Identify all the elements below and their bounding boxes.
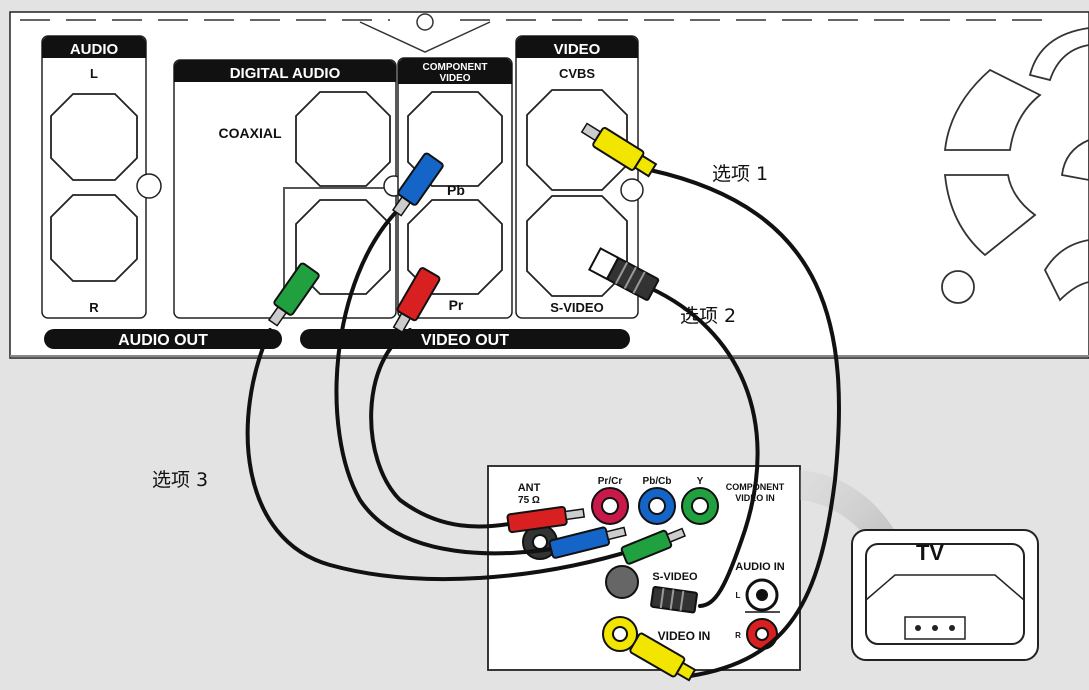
tv-audio-left-core	[756, 589, 768, 601]
audio-left-label: L	[90, 66, 98, 81]
coaxial-label: COAXIAL	[219, 125, 282, 141]
tv-svideo-label: S-VIDEO	[652, 571, 698, 583]
digital-audio-header: DIGITAL AUDIO	[230, 65, 341, 82]
vent-2	[943, 68, 1042, 151]
digital-audio-header-bar	[174, 60, 396, 82]
pr-socket	[407, 199, 503, 295]
tv-video-jack-core	[612, 626, 628, 642]
audio-header-bar	[42, 36, 146, 58]
vent-1	[1028, 27, 1089, 82]
video-section: VIDEO CVBS S-VIDEO	[515, 35, 644, 319]
cvbs-socket	[526, 89, 628, 191]
option-3-label: 选项 3	[152, 469, 208, 491]
panel-screw	[416, 13, 434, 31]
component-y-socket	[295, 199, 391, 295]
cable-y	[245, 328, 642, 582]
vent-4	[1043, 239, 1089, 302]
tv-svideo-jack	[605, 565, 639, 599]
tv-pr-jack-core	[601, 497, 619, 515]
cables	[245, 168, 841, 678]
plug-pr-player	[392, 267, 441, 334]
audio-right-label: R	[89, 300, 99, 315]
plug-svideo-tv	[650, 586, 698, 614]
svideo-label: S-VIDEO	[550, 300, 603, 315]
pb-label: Pb	[447, 182, 465, 198]
video-out-label: VIDEO OUT	[421, 332, 509, 349]
panel-hole	[941, 270, 975, 304]
plug-pb-player	[391, 152, 444, 217]
cable-option-1	[648, 168, 841, 678]
plug-cvbs-player	[580, 122, 658, 178]
panel-notch	[359, 21, 491, 53]
audio-header: AUDIO	[70, 41, 119, 58]
tv-y-label: Y	[697, 476, 704, 487]
cable-option-2	[648, 286, 760, 608]
tv-y-jack-core	[691, 497, 709, 515]
vent-3	[944, 174, 1037, 257]
y-bracket-line	[283, 187, 400, 310]
plugs	[267, 122, 698, 682]
cable-pb	[334, 208, 577, 556]
tv-rear-dot-2	[932, 625, 938, 631]
tv-video-in-label: VIDEO IN	[658, 629, 711, 643]
audio-in-label: AUDIO IN	[735, 561, 785, 573]
audio-in-left-label: L	[736, 591, 741, 600]
plug-pb-tv	[548, 526, 627, 559]
audio-out-label: AUDIO OUT	[118, 332, 208, 349]
pb-cb-label: Pb/Cb	[643, 476, 672, 487]
tv-set: TV	[800, 470, 1039, 661]
vent-5	[1061, 139, 1089, 181]
audio-in-right-label: R	[735, 631, 741, 640]
tv-rear-dot-3	[949, 625, 955, 631]
video-screw	[620, 178, 644, 202]
player-back-panel: AUDIO L R DIGITAL AUDIO COAXIAL COMPONEN…	[9, 11, 1089, 359]
plug-y-tv	[620, 527, 686, 565]
plug-y-player	[267, 262, 320, 327]
component-header-line1: COMPONENT	[423, 62, 488, 73]
option-2-label: 选项 2	[680, 305, 736, 327]
tv-ant-jack-core	[532, 534, 548, 550]
pr-cr-label: Pr/Cr	[598, 476, 623, 487]
tv-pb-jack-core	[648, 497, 666, 515]
tv-inner-line	[865, 574, 1025, 601]
audio-left-socket	[50, 93, 138, 181]
plug-svideo-player	[587, 247, 660, 301]
tv-rear-dot-1	[915, 625, 921, 631]
component-header-bar	[398, 58, 512, 84]
cable-pr	[369, 328, 522, 529]
cvbs-label: CVBS	[559, 66, 595, 81]
video-out-bar	[300, 329, 630, 349]
audio-right-socket	[50, 194, 138, 282]
video-header-bar	[516, 36, 638, 58]
plug-cvbs-tv	[629, 632, 697, 682]
option-1-label: 选项 1	[712, 163, 768, 185]
tv-audio-right-core	[755, 627, 769, 641]
tv-label: TV	[916, 540, 944, 565]
audio-screw	[136, 173, 162, 199]
audio-section: AUDIO L R	[41, 35, 162, 319]
audio-out-bar	[44, 329, 282, 349]
ant-label: ANT	[518, 482, 541, 494]
pr-label: Pr	[449, 297, 464, 313]
fan-vents	[943, 27, 1089, 302]
component-header-line2: VIDEO	[439, 73, 470, 84]
ant-ohm-label: 75 Ω	[518, 495, 540, 506]
plug-pr-tv	[506, 505, 586, 534]
video-header: VIDEO	[554, 41, 601, 58]
coaxial-socket	[295, 91, 391, 187]
